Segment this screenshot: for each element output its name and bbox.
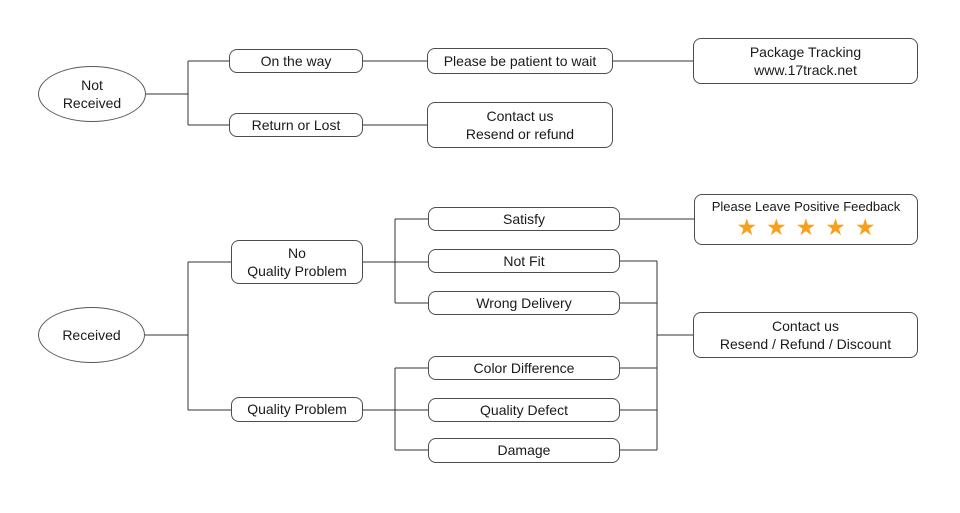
node-label: Quality Problem — [247, 263, 347, 279]
node-label: Contact us — [772, 317, 839, 334]
node-label: Received — [62, 95, 122, 111]
node-positive-feedback: Please Leave Positive Feedback ★★★★★ — [694, 194, 918, 245]
node-label: Resend or refund — [465, 126, 575, 142]
node-label: No — [288, 244, 306, 261]
node-return-or-lost: Return or Lost — [229, 113, 363, 137]
node-label: Satisfy — [502, 210, 545, 227]
node-please-be-patient: Please be patient to wait — [427, 48, 613, 74]
node-quality-defect: Quality Defect — [428, 398, 620, 422]
node-label: Wrong Delivery — [476, 294, 572, 311]
node-not-received: Not Received — [38, 66, 146, 122]
node-no-quality-problem: No Quality Problem — [231, 240, 363, 284]
node-label: Quality Problem — [247, 401, 347, 418]
node-label: Package Tracking — [749, 43, 862, 60]
node-color-difference: Color Difference — [428, 356, 620, 380]
node-label: Not — [81, 76, 103, 93]
node-quality-problem: Quality Problem — [231, 397, 363, 422]
node-damage: Damage — [428, 438, 620, 463]
node-label: Color Difference — [473, 359, 575, 376]
node-label: Please be patient to wait — [443, 52, 597, 69]
node-package-tracking: Package Tracking www.17track.net — [693, 38, 918, 84]
node-label: Contact us — [486, 107, 554, 124]
node-satisfy: Satisfy — [428, 207, 620, 231]
node-label: Damage — [497, 442, 551, 459]
node-label: Please Leave Positive Feedback — [711, 199, 901, 214]
tracking-url: www.17track.net — [754, 62, 857, 78]
node-contact-us-resend-refund: Contact us Resend or refund — [427, 102, 613, 148]
node-label: Quality Defect — [480, 401, 568, 418]
node-contact-us-resend-refund-discount: Contact us Resend / Refund / Discount — [693, 312, 918, 358]
node-label: On the way — [260, 52, 332, 69]
node-on-the-way: On the way — [229, 49, 363, 73]
five-star-rating-icon: ★★★★★ — [736, 214, 885, 241]
node-label: Return or Lost — [251, 116, 341, 133]
node-not-fit: Not Fit — [428, 249, 620, 273]
node-label: Not Fit — [503, 252, 545, 269]
node-wrong-delivery: Wrong Delivery — [428, 291, 620, 315]
node-received: Received — [38, 307, 145, 363]
node-label: Received — [62, 326, 121, 343]
node-label: Resend / Refund / Discount — [719, 336, 892, 352]
